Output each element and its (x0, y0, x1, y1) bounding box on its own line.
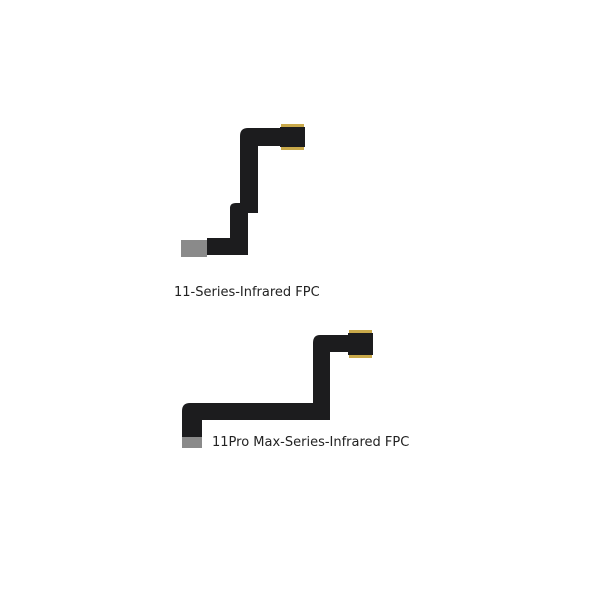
connector-pad (181, 240, 207, 257)
gold-contacts-top (349, 330, 372, 333)
connector-head (348, 333, 373, 355)
gold-contacts-bottom (281, 147, 304, 150)
product-label-11-series: 11-Series-Infrared FPC (174, 285, 320, 300)
fpc-cable-11pro-max-series (182, 330, 373, 448)
fpc-cable-11-series (181, 124, 305, 257)
gold-contacts-top (281, 124, 304, 127)
connector-pad (182, 437, 202, 448)
gold-contacts-bottom (349, 355, 372, 358)
product-label-11pro-max-series: 11Pro Max-Series-Infrared FPC (212, 435, 410, 450)
connector-head (280, 127, 305, 147)
